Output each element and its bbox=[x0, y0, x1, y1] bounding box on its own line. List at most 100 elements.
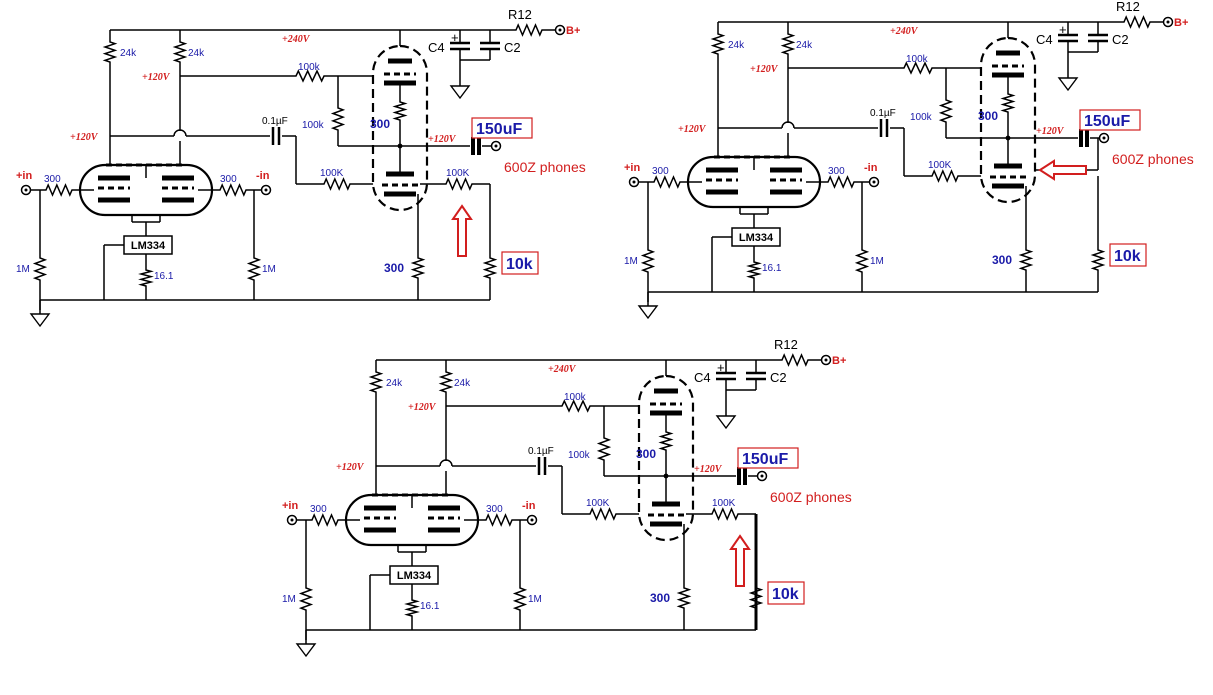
voltage-120-label-a: +120V bbox=[142, 72, 171, 83]
ground-triangle bbox=[29, 313, 51, 328]
voltage-120-label-b: +120V bbox=[70, 132, 99, 143]
zigzag bbox=[926, 169, 964, 183]
resistor-24k-right bbox=[172, 36, 188, 68]
zigzag bbox=[368, 366, 384, 398]
bplus-label: B+ bbox=[1174, 17, 1188, 29]
voltage-120-label-c: +120V bbox=[1036, 126, 1065, 137]
ground-icon bbox=[449, 78, 471, 100]
r300-bottom-label: 300 bbox=[992, 253, 1012, 267]
in-minus-label: -in bbox=[522, 500, 536, 512]
in-plus-label: +in bbox=[282, 500, 298, 512]
ground-triangle bbox=[637, 305, 659, 320]
lm334-label: LM334 bbox=[739, 232, 774, 244]
terminal-center bbox=[632, 180, 636, 184]
r24k-label-left: 24k bbox=[120, 48, 137, 59]
label-box bbox=[1109, 243, 1147, 267]
ground-icon bbox=[29, 306, 51, 328]
r100k-mid-label: 100k bbox=[568, 450, 591, 461]
zigzag bbox=[214, 183, 252, 197]
ground-icon bbox=[295, 636, 317, 658]
r100k-top-label: 100k bbox=[906, 54, 929, 65]
capacitor-150uF bbox=[1079, 129, 1089, 147]
c150uF-label: 150uF bbox=[742, 451, 788, 468]
label-150uF-box: 150uF bbox=[1079, 109, 1141, 131]
label-box bbox=[1079, 109, 1141, 131]
terminal-center bbox=[24, 188, 28, 192]
ground-icon bbox=[1057, 70, 1079, 92]
resistor-10k bbox=[1090, 244, 1106, 276]
in-plus-label: +in bbox=[624, 162, 640, 174]
r300-bottom-label: 300 bbox=[384, 261, 404, 275]
c4-label: C4 bbox=[1036, 32, 1053, 47]
r1M-right-label: 1M bbox=[528, 594, 542, 605]
c4-label: C4 bbox=[428, 40, 445, 55]
zigzag bbox=[584, 507, 622, 521]
c2-label: C2 bbox=[1112, 32, 1129, 47]
resistor-16.1 bbox=[138, 264, 154, 292]
resistor-1M-right bbox=[246, 252, 262, 286]
resistor-24k-left bbox=[710, 28, 726, 60]
zigzag bbox=[648, 175, 686, 189]
r12-label: R12 bbox=[774, 337, 798, 352]
terminal-center bbox=[494, 144, 498, 148]
capacitor-c2 bbox=[746, 371, 766, 381]
zigzag bbox=[480, 513, 518, 527]
terminal-center bbox=[530, 518, 534, 522]
c150uF-label: 150uF bbox=[476, 121, 522, 138]
zigzag bbox=[440, 177, 478, 191]
r1M-left-label: 1M bbox=[16, 264, 30, 275]
arrow-shape bbox=[729, 534, 751, 587]
r100K-feedback-label: 100K bbox=[446, 168, 470, 179]
c2-label: C2 bbox=[770, 370, 787, 385]
voltage-120-label-a: +120V bbox=[408, 402, 437, 413]
zigzag bbox=[1118, 15, 1156, 29]
terminal-center bbox=[872, 180, 876, 184]
resistor-1M-left bbox=[640, 244, 656, 278]
zigzag bbox=[290, 69, 330, 83]
zigzag bbox=[822, 175, 860, 189]
resistor-300-in-minus bbox=[822, 175, 860, 189]
zigzag bbox=[640, 244, 656, 278]
zigzag bbox=[898, 61, 938, 75]
resistor-300-inner bbox=[658, 426, 674, 456]
highlight-arrow-up-icon bbox=[451, 204, 473, 257]
resistor-300-in-plus bbox=[40, 183, 78, 197]
r100K-grid-label: 100K bbox=[320, 168, 344, 179]
r16-label: 16.1 bbox=[762, 263, 782, 274]
zigzag bbox=[298, 582, 314, 616]
zigzag bbox=[676, 582, 692, 614]
c01uF-label: 0.1µF bbox=[528, 446, 554, 457]
c4-plus-label: + bbox=[717, 360, 725, 375]
r100k-mid-label: 100k bbox=[910, 112, 933, 123]
r12-label: R12 bbox=[1116, 0, 1140, 14]
zigzag bbox=[512, 582, 528, 616]
r300-inner-label: 300 bbox=[978, 109, 998, 123]
ground-triangle bbox=[295, 643, 317, 658]
resistor-300-bottom bbox=[1018, 244, 1034, 276]
resistor-300-in-minus bbox=[214, 183, 252, 197]
terminal-center bbox=[558, 28, 562, 32]
phones-label: 600Z phones bbox=[504, 159, 586, 175]
highlight-arrow-left-icon bbox=[1038, 159, 1087, 181]
highlight-arrow-up-icon bbox=[729, 534, 751, 587]
terminal-center bbox=[264, 188, 268, 192]
r16-label: 16.1 bbox=[420, 601, 440, 612]
arrow-shape bbox=[1038, 159, 1087, 181]
capacitor-c2 bbox=[1088, 33, 1108, 43]
terminal-center bbox=[760, 474, 764, 478]
lm334-label: LM334 bbox=[131, 240, 166, 252]
r24k-label-right: 24k bbox=[454, 378, 471, 389]
c4-label: C4 bbox=[694, 370, 711, 385]
r1M-right-label: 1M bbox=[262, 264, 276, 275]
resistor-16.1 bbox=[404, 594, 420, 622]
r300-bottom-label: 300 bbox=[650, 591, 670, 605]
capacitor-0.1uf bbox=[271, 127, 281, 145]
r100K-feedback-label: 100K bbox=[712, 498, 736, 509]
resistor-1M-left bbox=[298, 582, 314, 616]
phones-label: 600Z phones bbox=[1112, 151, 1194, 167]
r300-in-minus-label: 300 bbox=[220, 174, 237, 185]
c01uF-label: 0.1µF bbox=[262, 116, 288, 127]
dual-triode-tube-icon bbox=[78, 163, 214, 217]
